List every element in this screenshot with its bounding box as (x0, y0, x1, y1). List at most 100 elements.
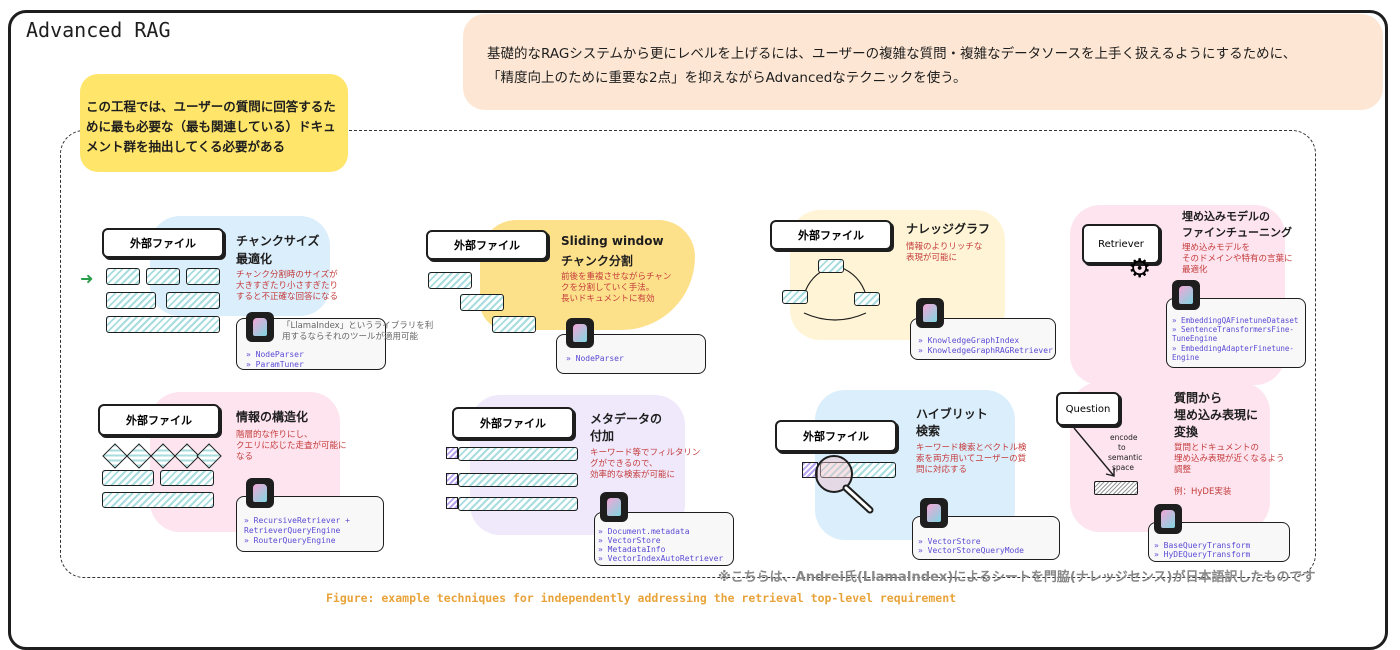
chunk (160, 470, 214, 486)
chunk-desc1: チャンク分割時のサイズが (236, 270, 338, 280)
hybrid-desc1: キーワード検索とベクトル検 (916, 443, 1027, 453)
intro-note: 基礎的なRAGシステムから更にレベルを上げるには、ユーザーの複雑な質問・複雑なデ… (463, 14, 1383, 110)
retriever-box: Retriever (1082, 224, 1160, 264)
page-title: Advanced RAG (26, 18, 171, 42)
finetune-code-1: » EmbeddingQAFinetuneDataset (1172, 316, 1299, 325)
chunk-code-2: » ParamTuner (246, 360, 304, 369)
external-file-box: 外部ファイル (98, 404, 220, 436)
hyde-code-2: » HyDEQueryTransform (1154, 550, 1251, 559)
hybrid-desc3: 問に対応する (916, 465, 968, 475)
structure-desc1: 階層的な作りにし、 (236, 430, 313, 440)
external-file-box: 外部ファイル (452, 407, 574, 439)
graph-code-2: » KnowledgeGraphRAGRetriever (918, 346, 1053, 355)
intro-note-line2: 「精度向上のために重要な2点」を抑えながらAdvancedなテクニックを使う。 (487, 70, 967, 86)
llamaindex-logo-icon (246, 478, 274, 508)
structure-code-1: » RecursiveRetriever + (244, 516, 350, 525)
hybrid-code-1: » VectorStore (918, 537, 981, 546)
hybrid-code-2: » VectorStoreQueryMode (918, 546, 1024, 555)
chunk (106, 268, 140, 285)
graph-code-1: » KnowledgeGraphIndex (918, 336, 1020, 345)
graph-desc1: 情報のよりリッチな (906, 242, 983, 252)
embedding-block (1094, 481, 1138, 495)
graph-node (782, 290, 808, 304)
chunk (102, 492, 214, 508)
chunk (428, 272, 472, 289)
chunk (106, 292, 156, 309)
external-file-box: 外部ファイル (102, 228, 224, 258)
llamaindex-logo-icon (246, 312, 274, 342)
external-file-box: 外部ファイル (775, 420, 897, 452)
metadata-heading2: 付加 (590, 429, 615, 443)
hyde-heading2: 埋め込み表現に (1174, 408, 1259, 422)
finetune-code-5: Engine (1172, 353, 1200, 362)
finetune-heading2: ファインチューニング (1182, 226, 1292, 239)
metadata-desc3: 効率的な検索が可能に (590, 470, 676, 480)
external-file-box: 外部ファイル (770, 220, 892, 250)
encode-label4: space (1112, 463, 1135, 472)
question-box: Question (1056, 392, 1120, 426)
graph-desc2: 表現が可能に (906, 253, 958, 263)
metadata-tag (446, 473, 458, 485)
process-note-line1: この工程では、ユーザーの質問に回答するた (86, 99, 336, 114)
hyde-desc4: 例：HyDE実装 (1174, 487, 1232, 497)
external-file-box: 外部ファイル (426, 230, 548, 260)
hyde-heading1: 質問から (1174, 391, 1223, 405)
arrow-right-icon: ➜ (80, 269, 94, 288)
chunk (458, 447, 578, 461)
finetune-code-3: TuneEngine (1172, 334, 1218, 343)
hyde-code-1: » BaseQueryTransform (1154, 541, 1251, 550)
llamaindex-logo-icon (566, 318, 594, 348)
encode-arrow-icon (1073, 427, 1115, 477)
sliding-heading1: Sliding window (561, 234, 664, 248)
hybrid-desc2: 索を両方用いてユーザーの質 (916, 454, 1027, 464)
metadata-heading1: メタデータの (590, 412, 663, 426)
chunk-heading2: 最適化 (236, 252, 273, 266)
sliding-desc3: 長いドキュメントに有効 (561, 294, 655, 304)
sliding-desc1: 前後を重複させながらチャン (561, 272, 672, 282)
finetune-desc3: 最適化 (1182, 265, 1208, 275)
finetune-desc1: 埋め込みモデルを (1182, 243, 1251, 253)
retrieval-area (60, 130, 1316, 578)
chunk-note2: 用するならそれのツールが適用可能 (282, 332, 419, 342)
chunk-desc2: 大きすぎたり小さすぎたり (236, 281, 339, 291)
hyde-desc3: 調整 (1174, 465, 1192, 475)
chunk (102, 470, 154, 486)
metadata-code-box (594, 512, 734, 566)
intro-note-line1: 基礎的なRAGシステムから更にレベルを上げるには、ユーザーの複雑な質問・複雑なデ… (487, 46, 1297, 62)
attribution-note: ※こちらは、Andrei氏(LlamaIndex)によるシートを門脇(ナレッジセ… (718, 570, 1316, 585)
graph-heading1: ナレッジグラフ (906, 222, 991, 236)
structure-code-2: RetrieverQueryEngine (244, 526, 341, 535)
metadata-desc2: グができるので、 (590, 459, 658, 469)
finetune-desc2: そのドメインや特有の言葉に (1182, 254, 1293, 264)
chunk (146, 268, 180, 285)
structure-code-3: » RouterQueryEngine (244, 536, 336, 545)
encode-label1: encode (1110, 433, 1138, 442)
encode-label3: semantic (1108, 453, 1143, 462)
metadata-code-3: » MetadataInfo (598, 545, 666, 554)
encode-label2: to (1118, 443, 1126, 452)
graph-node (818, 259, 844, 273)
figure-caption: Figure: example techniques for independe… (326, 591, 957, 605)
structure-desc3: なる (236, 452, 254, 462)
metadata-tag (446, 447, 458, 459)
chunk-note1: 「LlamaIndex」というライブラリを利 (282, 321, 434, 331)
hybrid-heading2: 検索 (916, 424, 941, 438)
keyword-block (802, 462, 818, 478)
chunk (458, 473, 578, 487)
metadata-code-4: » VectorIndexAutoRetriever (598, 554, 724, 563)
structure-desc2: クエリに応じた走査が可能に (236, 441, 347, 451)
process-note: この工程では、ユーザーの質問に回答するた めに最も必要な（最も関連している）ドキ… (80, 74, 348, 172)
chunk (820, 462, 896, 478)
process-note-line2: めに最も必要な（最も関連している）ドキュ (86, 119, 336, 134)
sliding-heading2: チャンク分割 (561, 254, 633, 268)
sliding-desc2: クを分割していく手法。 (561, 283, 655, 293)
chunk (460, 294, 504, 311)
metadata-code-1: » Document.metadata (598, 527, 690, 536)
finetune-code-2: » SentenceTransformersFine- (1172, 325, 1294, 334)
llamaindex-logo-icon (1172, 280, 1200, 310)
chunk (492, 316, 536, 333)
chunk (458, 497, 578, 511)
structure-heading1: 情報の構造化 (236, 410, 309, 424)
llamaindex-logo-icon (1154, 504, 1182, 534)
chunk (166, 292, 220, 309)
